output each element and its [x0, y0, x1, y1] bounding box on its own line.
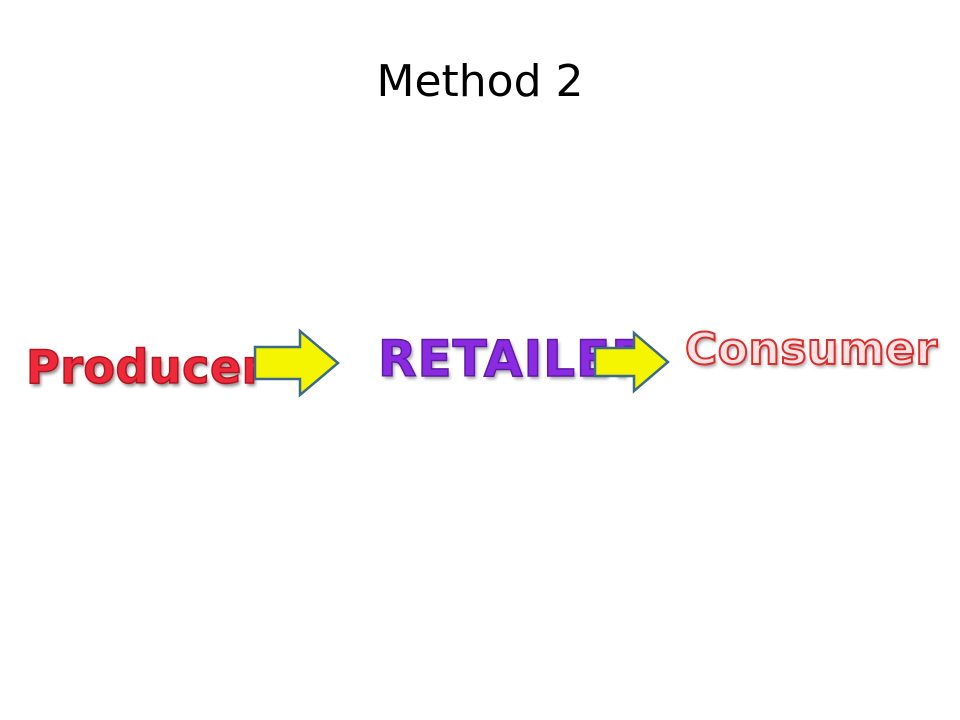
- producer-label: Producer: [25, 340, 265, 394]
- slide-title: Method 2: [376, 56, 584, 107]
- arrow-retailer-to-consumer: [593, 330, 670, 394]
- arrow-producer-to-retailer: [253, 328, 340, 398]
- arrow-right-icon: [593, 330, 670, 394]
- consumer-label: Consumer: [684, 324, 938, 375]
- arrow-right-icon: [253, 328, 340, 398]
